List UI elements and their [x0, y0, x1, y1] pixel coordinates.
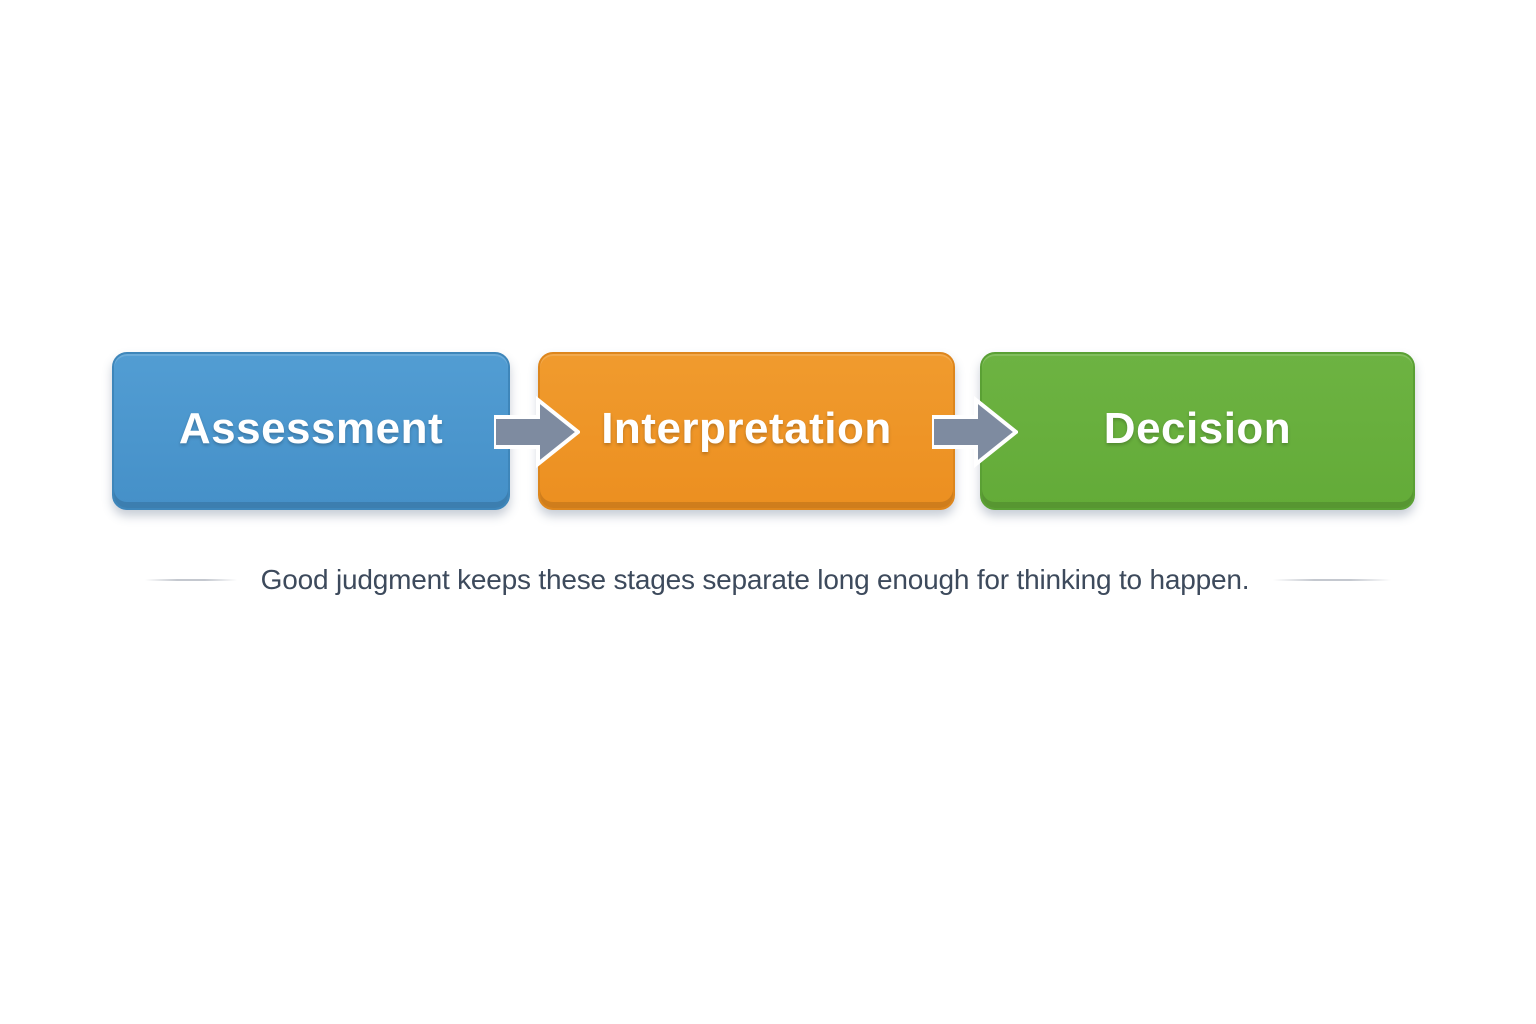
caption-divider-left	[144, 579, 237, 581]
caption-row: Good judgment keeps these stages separat…	[0, 564, 1536, 596]
stage-label-assessment: Assessment	[178, 404, 444, 453]
stage-box-decision: Decision	[980, 352, 1415, 510]
caption-divider-right	[1273, 579, 1392, 581]
stage-box-interpretation: Interpretation	[538, 352, 955, 510]
right-arrow-icon	[932, 396, 1018, 468]
stage-box-assessment: Assessment	[112, 352, 510, 510]
stage-label-interpretation: Interpretation	[601, 404, 892, 453]
caption: Good judgment keeps these stages separat…	[260, 564, 1250, 595]
stage-label-decision: Decision	[1103, 404, 1292, 453]
right-arrow-icon	[494, 396, 580, 468]
